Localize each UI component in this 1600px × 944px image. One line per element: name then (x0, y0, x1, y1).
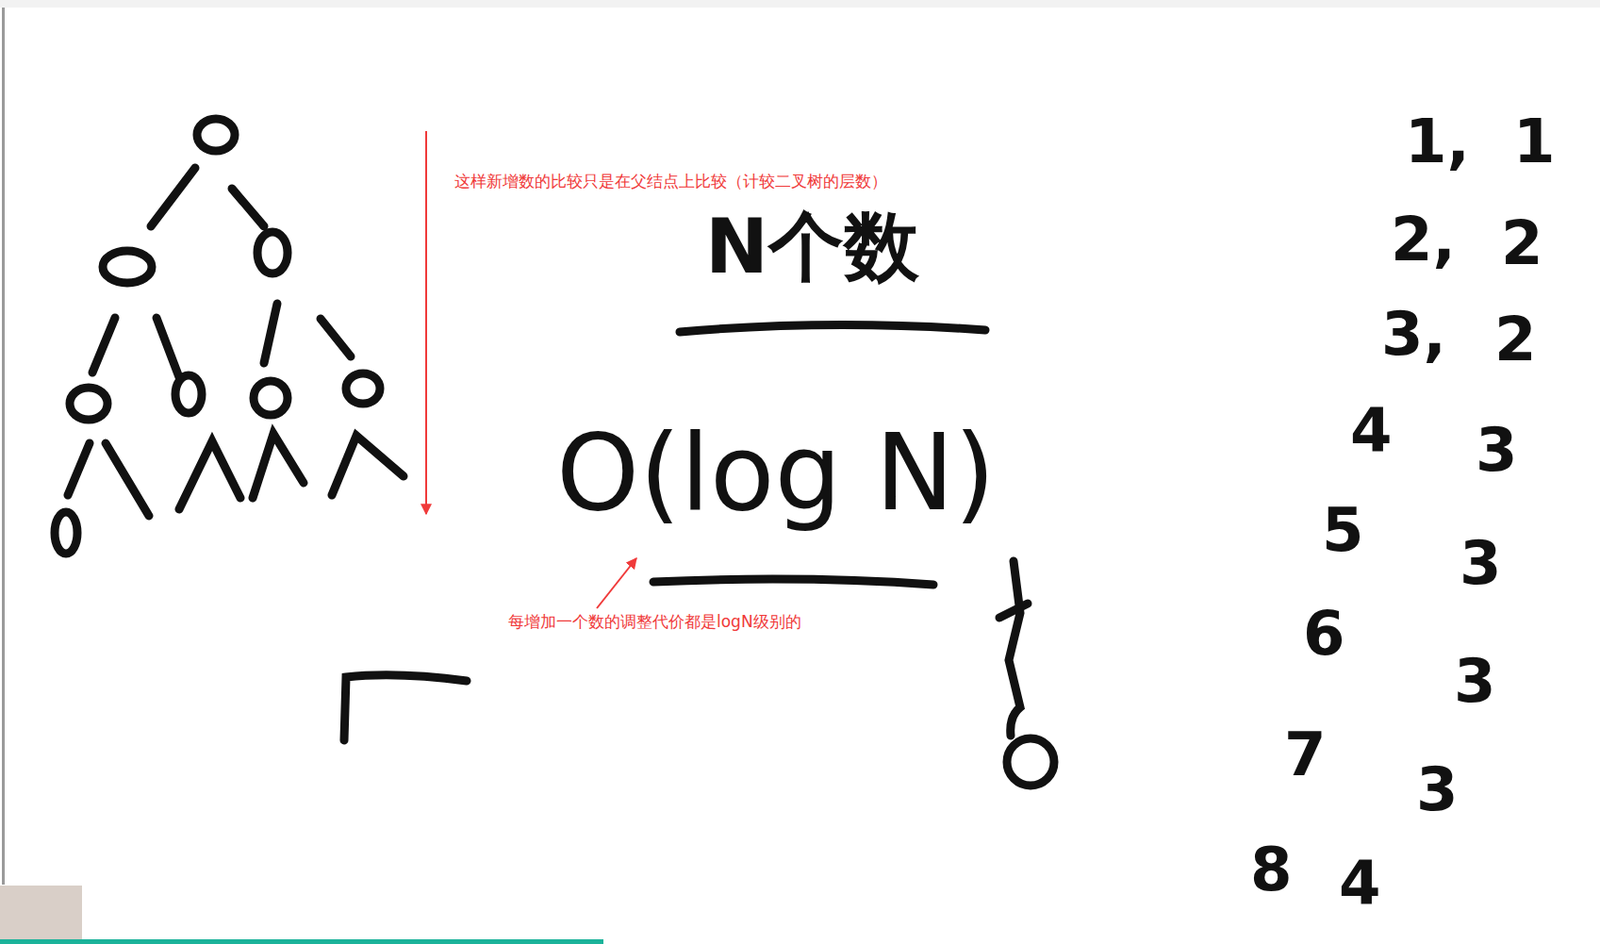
handwritten-text: 3 (1453, 650, 1497, 711)
handwritten-text: 3 (1416, 758, 1459, 820)
annotation-note: 每增加一个数的调整代价都是logN级别的 (508, 613, 802, 630)
handwritten-text: 1, (1404, 111, 1470, 172)
handwritten-text: 7 (1284, 724, 1327, 785)
handwritten-text: 2, (1390, 209, 1456, 270)
handwritten-text: 3, (1381, 303, 1447, 364)
handwritten-text: 3 (1459, 532, 1502, 594)
annotation-note: 这样新增数的比较只是在父结点上比较（计较二叉树的层数） (454, 173, 888, 190)
webcam-thumbnail (0, 885, 83, 944)
window-edge (1, 7, 5, 885)
handwritten-text: 4 (1338, 853, 1382, 914)
handwritten-text: 8 (1250, 839, 1293, 900)
progress-bar (0, 939, 604, 944)
handwritten-text: 1 (1513, 111, 1556, 172)
menu-bar (0, 0, 1600, 8)
red-arrow (425, 131, 428, 514)
handwritten-text: 6 (1303, 603, 1346, 664)
handwritten-text: 2 (1494, 309, 1537, 370)
handwritten-text: 3 (1475, 419, 1518, 480)
handwritten-text: 2 (1501, 213, 1544, 274)
red-arrow (596, 558, 637, 609)
handwritten-text: 5 (1321, 499, 1365, 561)
handwritten-text: N个数 (705, 209, 920, 285)
handwritten-text: 4 (1350, 400, 1393, 462)
handwritten-text: O(log N) (556, 419, 996, 526)
tree-sketch (54, 118, 1055, 786)
